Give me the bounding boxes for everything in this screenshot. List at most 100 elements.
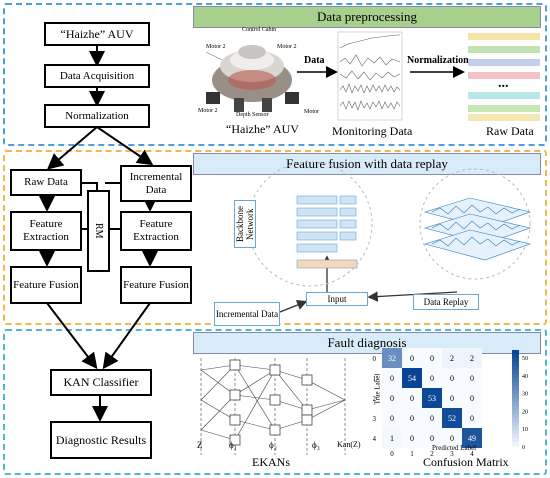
- colorbar-segment: [512, 350, 519, 355]
- incremental-data-label: Incremental Data: [214, 302, 280, 326]
- cm-cell: [402, 348, 422, 368]
- cm-cell: [462, 348, 482, 368]
- cm-cell: [422, 408, 442, 428]
- diagnosis-panel: [3, 329, 547, 475]
- colorbar-tick: 10: [522, 427, 528, 433]
- diagnostic-results-box: Diagnostic Results: [50, 421, 152, 459]
- cm-cell: [442, 408, 462, 428]
- cm-cell: [442, 368, 462, 388]
- cm-cell-value: 52: [448, 414, 456, 423]
- cm-cell-value: 0: [390, 374, 394, 383]
- cm-cell: [422, 368, 442, 388]
- cm-cell-value: 2: [470, 354, 474, 363]
- raw-data-stripe: [468, 59, 540, 66]
- incremental-data-box: Incremental Data: [120, 165, 192, 202]
- preprocess-title: Data preprocessing: [193, 6, 541, 28]
- ekans-z-label: Z: [197, 440, 203, 450]
- colorbar-segment: [512, 398, 519, 403]
- auv-label-depth: Depth Sensor: [236, 112, 269, 118]
- colorbar-segment: [512, 366, 519, 371]
- cm-cell-value: 0: [410, 354, 414, 363]
- cm-cell: [462, 428, 482, 448]
- raw-data-stripe: [468, 33, 540, 40]
- colorbar-segment: [512, 438, 519, 443]
- cm-cell-value: 0: [430, 354, 434, 363]
- cm-col-tick: 4: [470, 450, 474, 458]
- cm-cell-value: 0: [470, 394, 474, 403]
- rm-box: RM: [87, 190, 110, 272]
- colorbar-tick: 20: [522, 409, 528, 415]
- cm-col-tick: 3: [450, 450, 454, 458]
- auv-box: “Haizhe” AUV: [44, 22, 150, 46]
- colorbar-segment: [512, 426, 519, 431]
- auv-label-motor2c: Motor 2: [198, 108, 218, 114]
- auv-label-motor: Motor: [304, 109, 319, 115]
- predicted-label-axis: Predicted Label: [432, 444, 477, 452]
- cm-cell: [442, 348, 462, 368]
- cm-row-tick: 0: [373, 355, 377, 363]
- raw-data-stripe: [468, 72, 540, 79]
- cm-cell: [402, 428, 422, 448]
- auv-label-control: Control Cabin: [242, 27, 277, 33]
- ekans-caption: EKANs: [252, 455, 290, 469]
- colorbar-segment: [512, 402, 519, 407]
- raw-data-stripe: [468, 105, 540, 112]
- colorbar-segment: [512, 374, 519, 379]
- colorbar-segment: [512, 358, 519, 363]
- cm-cell-value: 1: [390, 434, 394, 443]
- cm-cell-value: 2: [450, 354, 454, 363]
- true-label-axis: True Label: [373, 373, 382, 405]
- ekans-phi2-label: ϕ₂: [269, 440, 277, 450]
- normalization-box: Normalization: [44, 104, 150, 128]
- raw-data-box: Raw Data: [10, 169, 82, 196]
- ekans-phi3-label: ϕ₃: [312, 440, 320, 450]
- colorbar-segment: [512, 382, 519, 387]
- acquisition-box: Data Acquisition: [44, 64, 150, 88]
- colorbar-segment: [512, 410, 519, 415]
- ekans-phi1-label: ϕ₁: [229, 440, 237, 450]
- cm-cell-value: 0: [450, 434, 454, 443]
- cm-cell-value: 49: [468, 434, 476, 443]
- colorbar-tick: 0: [522, 445, 525, 451]
- cm-row-tick: 3: [373, 415, 377, 423]
- colorbar-segment: [512, 406, 519, 411]
- colorbar-segment: [512, 434, 519, 439]
- cm-cell-value: 0: [390, 414, 394, 423]
- cm-cell-value: 0: [470, 374, 474, 383]
- cm-cell: [382, 348, 402, 368]
- cm-cell: [422, 388, 442, 408]
- colorbar-segment: [512, 362, 519, 367]
- cm-row-tick: 2: [373, 395, 377, 403]
- cm-col-tick: 1: [410, 450, 414, 458]
- raw-data-stripe: [468, 92, 540, 99]
- cm-col-tick: 2: [430, 450, 434, 458]
- cm-cell-value: 0: [450, 394, 454, 403]
- cm-cell-value: 0: [430, 414, 434, 423]
- colorbar-segment: [512, 386, 519, 391]
- ekans-kanz-label: Kan(Z): [337, 440, 361, 449]
- colorbar-tick: 30: [522, 392, 528, 398]
- cm-row-tick: 1: [373, 375, 377, 383]
- cm-cell: [382, 368, 402, 388]
- colorbar-segment: [512, 430, 519, 435]
- cm-cell-value: 0: [470, 414, 474, 423]
- colorbar-segment: [512, 354, 519, 359]
- stripes-ellipsis: ...: [498, 76, 509, 91]
- cm-cell: [462, 388, 482, 408]
- cm-cell-value: 0: [410, 414, 414, 423]
- raw-data-stripe: [468, 46, 540, 53]
- kan-classifier-box: KAN Classifier: [50, 369, 152, 396]
- feature-extraction-right: Feature Extraction: [120, 211, 192, 251]
- raw-caption: Raw Data: [486, 124, 534, 138]
- colorbar-segment: [512, 378, 519, 383]
- colorbar-tick: 40: [522, 374, 528, 380]
- confusion-caption: Confusion Matrix: [423, 455, 509, 469]
- cm-cell-value: 0: [430, 374, 434, 383]
- cm-cell: [402, 408, 422, 428]
- cm-cell: [442, 388, 462, 408]
- raw-data-stripe: [468, 114, 540, 121]
